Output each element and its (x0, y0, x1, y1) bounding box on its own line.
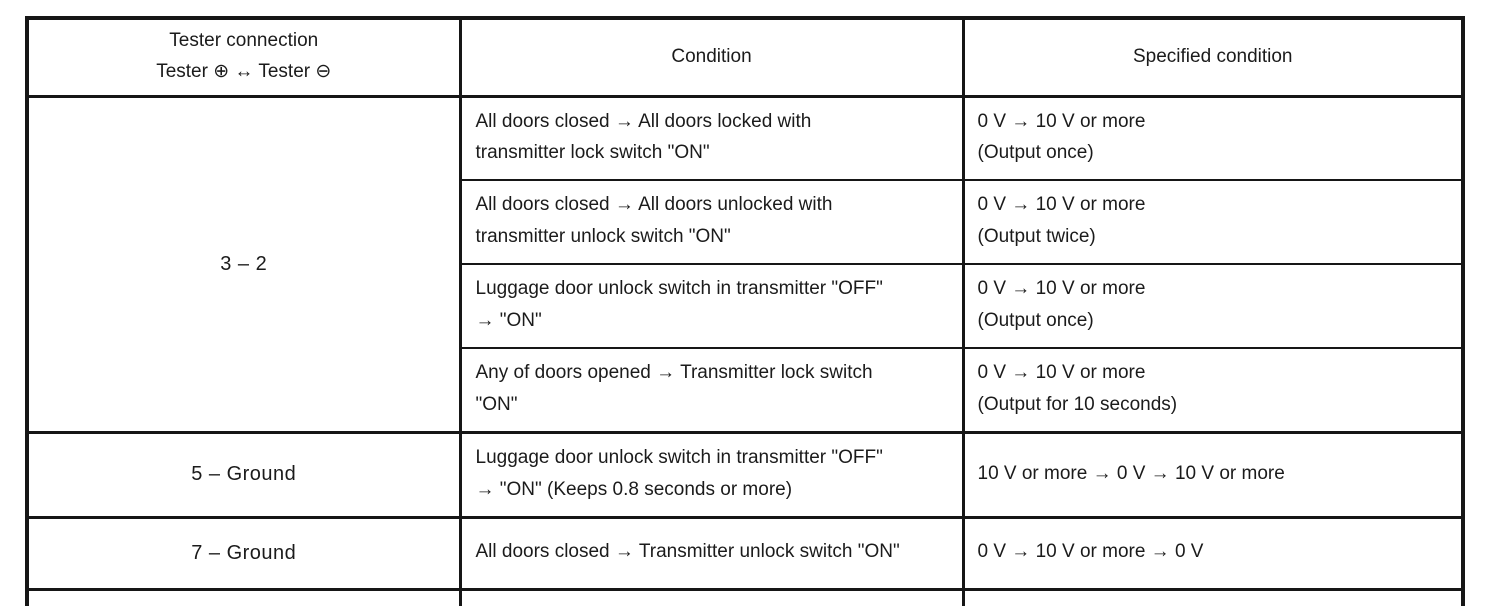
condition-cell: Luggage door unlock switch in transmitte… (458, 430, 965, 518)
table-row: 5 – Ground Luggage door unlock switch in… (25, 430, 1465, 518)
tester-cell-15-ground: 15 – Ground (25, 587, 462, 606)
spec-table: Tester connection Tester ⊕ ↔ Tester ⊖ Co… (25, 16, 1465, 606)
tester-cell-5-ground: 5 – Ground (25, 430, 462, 518)
header-tester-connection-line1: Tester connection (169, 30, 319, 52)
specified-condition-cell: 0 V → 10 V or more → 0 V (961, 515, 1465, 590)
specified-condition-cell: 0 V → 10 V or more (Output once) (961, 263, 1465, 348)
table-row: 15 – Ground All doors closed → Transmitt… (25, 587, 1465, 606)
specified-condition-cell: 0 V → 10 V or more → 0 V (961, 587, 1465, 606)
header-tester-connection-line2: Tester ⊕ ↔ Tester ⊖ (156, 61, 332, 83)
specified-condition-cell: 10 V or more → 0 V → 10 V or more (961, 430, 1465, 518)
header-specified-condition: Specified condition (961, 18, 1465, 98)
table-row: 3 – 2 All doors closed → All doors locke… (25, 96, 1465, 433)
tester-cell-7-ground: 7 – Ground (25, 515, 462, 590)
specified-condition-cell: 0 V → 10 V or more (Output for 10 second… (961, 346, 1465, 433)
header-condition: Condition (458, 18, 965, 98)
header-tester-connection: Tester connection Tester ⊕ ↔ Tester ⊖ (25, 18, 462, 98)
specified-condition-cell: 0 V → 10 V or more (Output once) (961, 96, 1465, 181)
table-row: All doors closed → All doors unlocked wi… (27, 179, 1465, 265)
table-row: 7 – Ground All doors closed → Transmitte… (25, 515, 1465, 590)
condition-cell: All doors closed → Transmitter unlock sw… (458, 515, 965, 590)
header-row: Tester connection Tester ⊕ ↔ Tester ⊖ Co… (25, 18, 1465, 98)
condition-cell: All doors closed → All doors locked with… (458, 96, 965, 181)
condition-cell: All doors closed → All doors unlocked wi… (458, 179, 965, 265)
condition-cell: Luggage door unlock switch in transmitte… (458, 263, 965, 348)
table-row: Any of doors opened → Transmitter lock s… (27, 346, 1465, 433)
condition-cell: Any of doors opened → Transmitter lock s… (458, 346, 965, 433)
specified-condition-cell: 0 V → 10 V or more (Output twice) (961, 179, 1465, 265)
condition-cell: All doors closed → Transmitter lock swit… (458, 587, 965, 606)
table-row: Luggage door unlock switch in transmitte… (27, 263, 1465, 348)
tester-cell-3-2: 3 – 2 (25, 96, 462, 433)
